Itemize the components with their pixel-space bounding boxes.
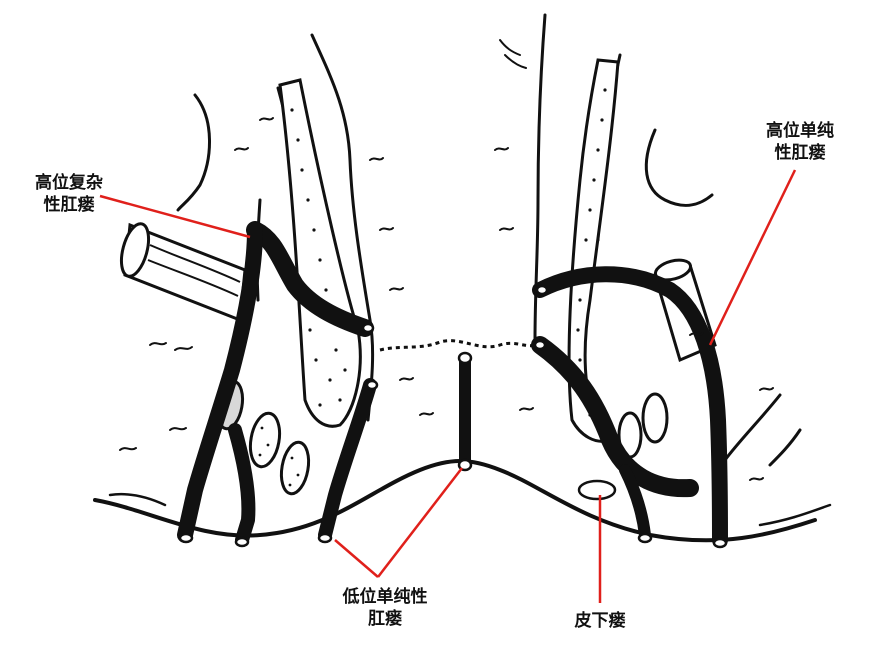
label-low-simple-line1: 低位单纯性 bbox=[330, 586, 440, 608]
label-high-simple-line2: 性肛瘘 bbox=[745, 142, 855, 164]
label-high-complex-line1: 高位复杂 bbox=[14, 172, 124, 194]
label-low-simple-fistula: 低位单纯性 肛瘘 bbox=[330, 586, 440, 630]
anal-canal bbox=[380, 341, 535, 350]
center-fistula-tract bbox=[459, 353, 471, 470]
left-cut-tube bbox=[116, 221, 245, 320]
leader-low-simple-a bbox=[335, 540, 378, 577]
label-subcutaneous-fistula: 皮下瘘 bbox=[555, 610, 645, 632]
right-ovals bbox=[619, 394, 667, 457]
right-fistula-tracts bbox=[540, 274, 720, 540]
leader-high-simple bbox=[710, 170, 795, 345]
label-low-simple-line2: 肛瘘 bbox=[330, 608, 440, 630]
label-high-simple-fistula: 高位单纯 性肛瘘 bbox=[745, 120, 855, 164]
label-high-complex-fistula: 高位复杂 性肛瘘 bbox=[14, 172, 124, 216]
label-high-simple-line1: 高位单纯 bbox=[745, 120, 855, 142]
label-high-complex-line2: 性肛瘘 bbox=[14, 194, 124, 216]
label-subcutaneous-line1: 皮下瘘 bbox=[555, 610, 645, 632]
